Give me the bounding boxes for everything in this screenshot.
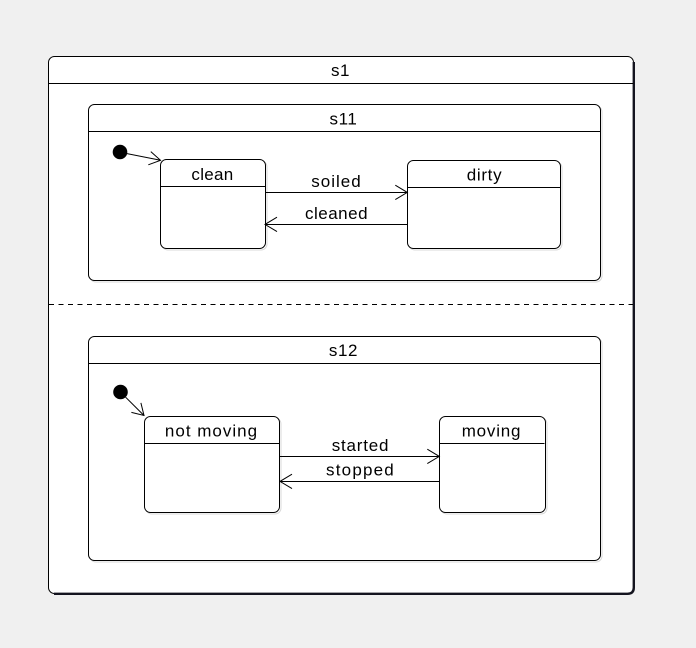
svg-text:s11: s11 (330, 110, 358, 129)
svg-text:started: started (332, 436, 390, 455)
svg-text:cleaned: cleaned (305, 204, 368, 223)
svg-text:not moving: not moving (165, 422, 258, 441)
svg-text:soiled: soiled (311, 172, 361, 191)
svg-text:moving: moving (462, 422, 522, 441)
svg-text:clean: clean (191, 165, 233, 184)
svg-text:stopped: stopped (326, 461, 395, 480)
svg-text:dirty: dirty (467, 166, 503, 185)
svg-text:s1: s1 (331, 61, 350, 80)
svg-text:s12: s12 (329, 341, 358, 360)
